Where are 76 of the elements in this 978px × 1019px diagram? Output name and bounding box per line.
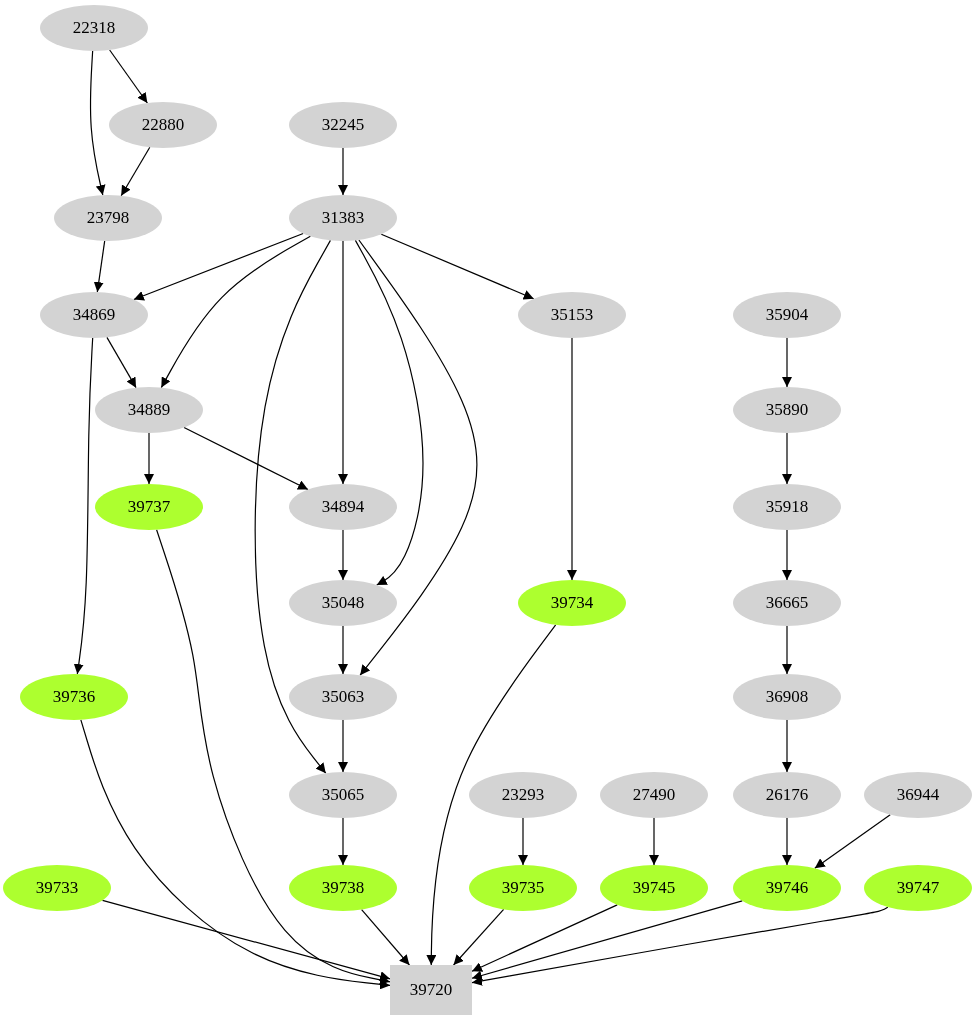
node-ellipse xyxy=(289,195,397,241)
node-label: 36665 xyxy=(765,593,809,613)
arrow xyxy=(361,909,411,966)
arrow xyxy=(160,235,311,389)
node-label: 35065 xyxy=(321,785,365,805)
arrow xyxy=(782,625,792,675)
arrow xyxy=(156,529,391,985)
arrow xyxy=(782,529,792,581)
arrow xyxy=(452,908,505,966)
node-label: 35048 xyxy=(321,593,365,613)
arrow xyxy=(782,432,792,485)
node-label: 35063 xyxy=(321,687,365,707)
node-label: 35918 xyxy=(765,497,809,517)
arrow xyxy=(133,232,304,301)
node-label: 32245 xyxy=(321,115,365,135)
node-label: 34869 xyxy=(72,305,116,325)
arrow xyxy=(89,50,106,196)
node-ellipse xyxy=(40,292,148,338)
node-label: 35153 xyxy=(550,305,594,325)
node-label: 39745 xyxy=(632,878,676,898)
node-label: 22880 xyxy=(141,115,185,135)
arrow xyxy=(782,817,792,866)
node-label: 36908 xyxy=(765,687,809,707)
arrow xyxy=(471,904,618,972)
arrow xyxy=(814,814,891,869)
arrow xyxy=(380,233,535,300)
arrow xyxy=(338,147,348,196)
arrow xyxy=(649,817,659,866)
arrow xyxy=(338,719,348,773)
node-label: 39735 xyxy=(501,878,545,898)
arrow xyxy=(338,625,348,675)
node-box xyxy=(390,965,472,1015)
node-label: 34894 xyxy=(321,497,365,517)
node-label: 22318 xyxy=(72,18,116,38)
arrow xyxy=(338,529,348,581)
arrow xyxy=(518,817,528,866)
node-label: 34889 xyxy=(127,400,171,420)
node-label: 39746 xyxy=(765,878,809,898)
node-label: 39734 xyxy=(550,593,594,613)
arrow xyxy=(183,426,309,491)
arrow xyxy=(471,906,889,986)
arrow xyxy=(101,899,391,981)
node-label: 35904 xyxy=(765,305,809,325)
arrow xyxy=(471,900,743,981)
node-ellipse xyxy=(733,865,841,911)
arrow xyxy=(120,146,151,197)
arrow xyxy=(567,337,577,581)
node-label: 31383 xyxy=(321,208,365,228)
node-label: 39733 xyxy=(35,878,79,898)
node-label: 39738 xyxy=(321,878,365,898)
arrow xyxy=(254,239,332,774)
arrow xyxy=(338,240,348,485)
arrow xyxy=(144,432,154,485)
node-label: 39720 xyxy=(409,980,453,1000)
arrow xyxy=(358,239,478,676)
node-label: 35890 xyxy=(765,400,809,420)
arrow xyxy=(106,336,137,389)
node-label: 26176 xyxy=(765,785,809,805)
arrow xyxy=(338,817,348,866)
arrow xyxy=(93,240,106,293)
node-ellipse xyxy=(289,674,397,720)
arrow xyxy=(782,719,792,773)
arrow xyxy=(354,239,424,586)
arrow xyxy=(782,337,792,388)
arrow xyxy=(73,337,94,675)
node-ellipse xyxy=(289,580,397,626)
node-label: 39737 xyxy=(127,497,171,517)
arrow xyxy=(109,49,148,104)
node-label: 39736 xyxy=(52,687,96,707)
node-label: 23293 xyxy=(501,785,545,805)
arrow xyxy=(426,624,557,966)
arrow xyxy=(80,719,391,990)
node-label: 39747 xyxy=(896,878,940,898)
node-label: 23798 xyxy=(86,208,130,228)
node-label: 36944 xyxy=(896,785,940,805)
node-label: 27490 xyxy=(632,785,676,805)
